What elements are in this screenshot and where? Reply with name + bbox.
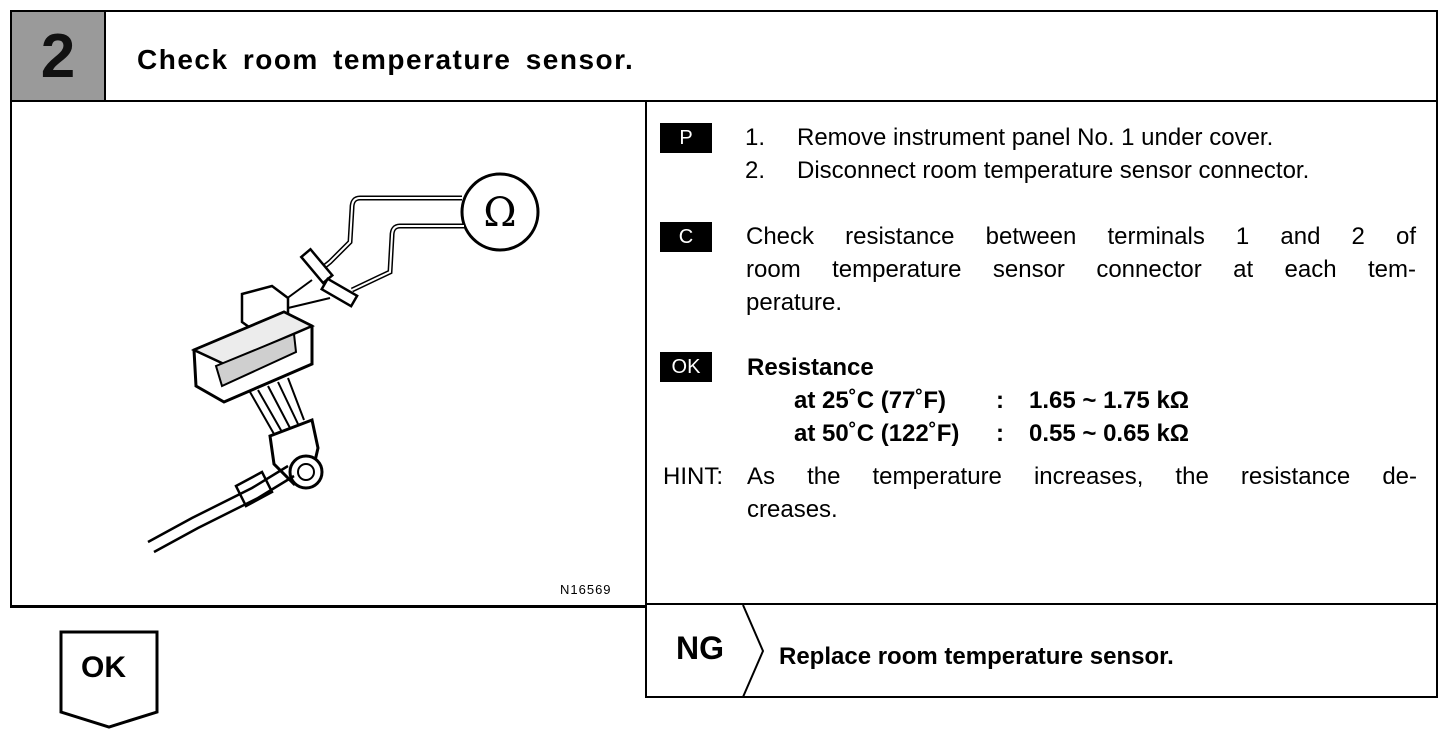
- test-lead-2-inner: [351, 225, 464, 291]
- check-line-2: room temperature sensor connector at eac…: [746, 256, 1416, 283]
- figure-bottom-border: [10, 605, 647, 608]
- check-line-1: Check resistance between terminals 1 and…: [746, 223, 1416, 250]
- connector-top-face: [190, 310, 315, 366]
- frame-right-border: [1436, 10, 1438, 698]
- prepare-tag: P: [660, 123, 712, 153]
- prep-step-2-text: Disconnect room temperature sensor conne…: [797, 157, 1310, 184]
- spec-row-2-sep: :: [996, 420, 1004, 447]
- prep-step-1-num: 1.: [745, 124, 766, 151]
- ok-spec-tag: OK: [660, 352, 712, 382]
- probe-2: [319, 277, 359, 308]
- ng-arrow-divider: [742, 605, 765, 697]
- harness-wires: [249, 377, 305, 435]
- ok-result-box: [59, 630, 159, 729]
- ohmmeter-circle: [460, 172, 540, 252]
- check-tag: C: [660, 222, 712, 252]
- prep-step-1-text: Remove instrument panel No. 1 under cove…: [797, 124, 1274, 151]
- check-line-3: perature.: [746, 289, 843, 316]
- sensor-element-core: [297, 463, 315, 481]
- spec-row-1-sep: :: [996, 387, 1004, 414]
- ok-result-label: OK: [81, 651, 126, 684]
- sensor-connector-illustration: Ω: [147, 172, 540, 554]
- frame-left-border: [10, 10, 12, 608]
- ng-box-bottom-border: [645, 696, 1438, 698]
- column-divider: [645, 100, 647, 698]
- figure-id: N16569: [560, 582, 612, 597]
- step-number: 2: [40, 21, 76, 91]
- test-lead-2: [350, 223, 464, 293]
- header-divider: [10, 100, 1438, 102]
- spec-heading: Resistance: [747, 354, 874, 381]
- prep-step-2-num: 2.: [745, 157, 766, 184]
- page-title: Check room temperature sensor.: [137, 44, 635, 75]
- ng-label: NG: [676, 630, 724, 666]
- connector-opening: [214, 332, 298, 388]
- test-lead-1-inner: [319, 197, 462, 271]
- step-number-box: 2: [12, 12, 104, 100]
- instructions-bottom-border: [645, 603, 1438, 605]
- spec-row-1-condition: at 25˚C (77˚F): [794, 387, 947, 414]
- sensor-lead-cable-2: [153, 474, 295, 554]
- ohm-icon: Ω: [483, 190, 516, 236]
- spec-row-2-value: 0.55 ~ 0.65 kΩ: [1029, 420, 1190, 447]
- ng-action-text: Replace room temperature sensor.: [779, 643, 1174, 670]
- spec-row-1-value: 1.65 ~ 1.75 kΩ: [1029, 387, 1190, 414]
- step-box-divider: [104, 10, 106, 102]
- hint-label: HINT:: [663, 463, 723, 490]
- frame-top-border: [10, 10, 1438, 12]
- hint-line-1: As the temperature increases, the resist…: [747, 463, 1417, 490]
- probe-tip-2: [287, 297, 331, 309]
- hint-line-2: creases.: [747, 496, 838, 523]
- spec-row-2-condition: at 50˚C (122˚F): [794, 420, 960, 447]
- sensor-lead-cable: [147, 464, 289, 544]
